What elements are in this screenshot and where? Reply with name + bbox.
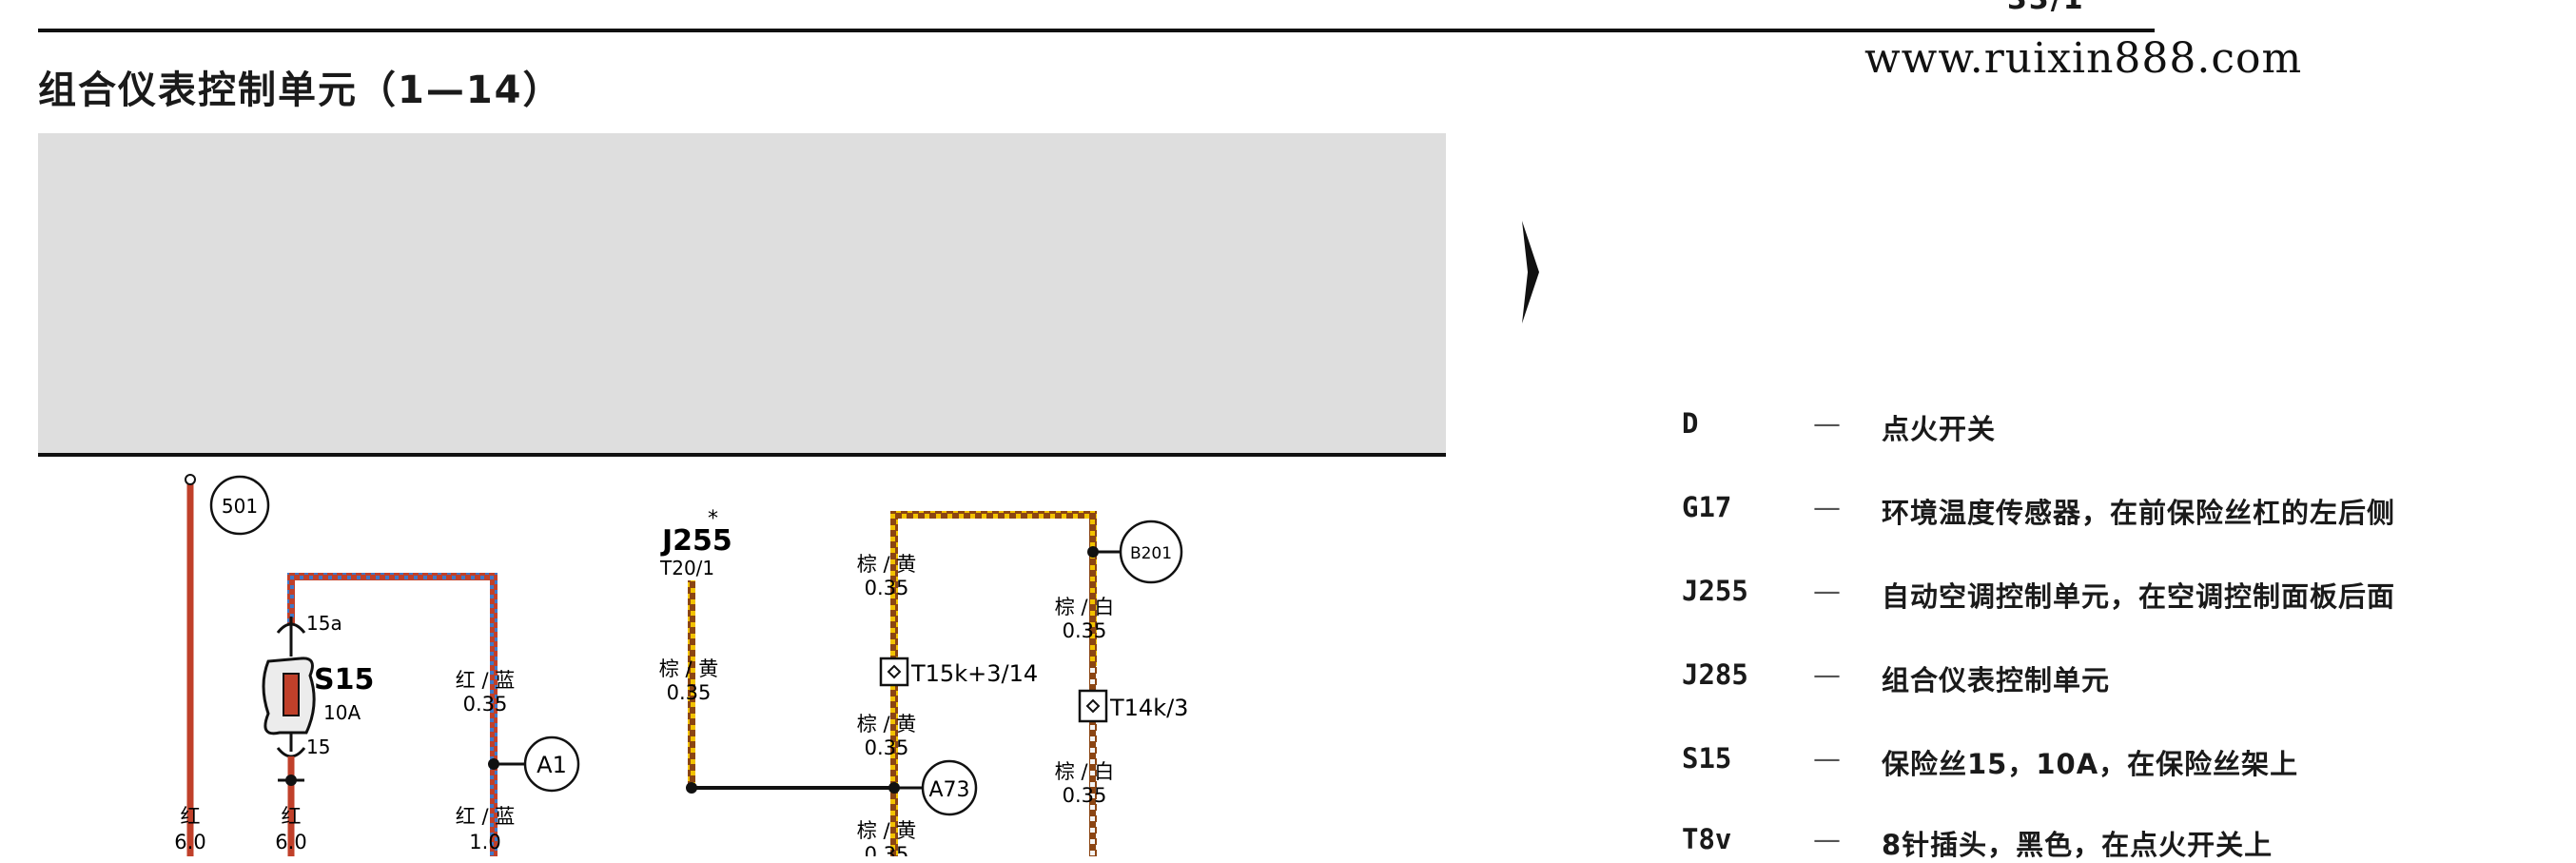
- wire-size-by-4: 0.35: [865, 843, 909, 856]
- wire-label-red-blue-1: 红 / 蓝: [456, 669, 515, 692]
- fuse-name: S15: [314, 663, 374, 696]
- connector-t15k-3-14: T15k+3/14: [879, 657, 1038, 687]
- ref-circle-a1: A1: [523, 736, 580, 793]
- fuse-s15: 15a S15 10A 15: [262, 612, 374, 856]
- page-number: 33/1: [2007, 0, 2085, 16]
- wire-size-red-1: 6.0: [174, 831, 205, 853]
- fuse-terminal-top: 15a: [306, 612, 342, 635]
- svg-text:501: 501: [222, 495, 258, 518]
- diagram-top-rule: [38, 453, 1446, 457]
- legend-description: 点火开关: [1882, 413, 1997, 445]
- legend-description: 自动空调控制单元，在空调控制面板后面: [1882, 580, 2396, 613]
- ref-circle-501: 501: [209, 475, 270, 536]
- legend-code: T8v: [1682, 823, 1732, 855]
- wire-label-red-1: 红: [181, 805, 201, 828]
- ref-circle-b201: B201: [1119, 520, 1183, 584]
- legend-description: 保险丝15，10A，在保险丝架上: [1882, 748, 2299, 780]
- j255-pin: T20/1: [659, 557, 714, 579]
- legend-code: J255: [1682, 575, 1748, 607]
- wire-size-by-3: 0.35: [865, 736, 909, 759]
- continuation-arrow-icon: [1522, 221, 1539, 324]
- wire-size-bw-2: 0.35: [1063, 784, 1107, 807]
- fuse-rating: 10A: [323, 701, 361, 724]
- legend-dash: —: [1813, 742, 1841, 775]
- wire-label-by-3: 棕 / 黄: [857, 713, 916, 736]
- legend-dash: —: [1813, 658, 1841, 691]
- fuse-terminal-bottom: 15: [306, 736, 330, 758]
- wire-label-by-1: 棕 / 黄: [659, 657, 718, 680]
- legend-description: 环境温度传感器，在前保险丝杠的左后侧: [1882, 497, 2396, 529]
- legend-description: 组合仪表控制单元: [1882, 664, 2111, 696]
- svg-text:T15k+3/14: T15k+3/14: [910, 660, 1038, 687]
- watermark-url: www.ruixin888.com: [1864, 34, 2303, 83]
- control-unit-j255: J255 * T20/1: [659, 507, 732, 579]
- wire-size-by-1: 0.35: [667, 681, 712, 704]
- svg-text:J255: J255: [660, 524, 732, 558]
- wire-label-by-2: 棕 / 黄: [857, 553, 916, 576]
- legend-description: 8针插头，黑色，在点火开关上: [1882, 829, 2274, 861]
- wiring-diagram: 501 15a S15 10A 15 红 / 蓝 0.35 A1 J255 * …: [174, 474, 1188, 856]
- header-rule: [38, 29, 2155, 32]
- wire-label-bw-1: 棕 / 白: [1055, 596, 1114, 618]
- ref-circle-a73: A73: [921, 759, 978, 816]
- legend-code: J285: [1682, 658, 1748, 691]
- legend-code: D: [1682, 407, 1699, 440]
- svg-text:B201: B201: [1130, 544, 1172, 563]
- svg-text:A73: A73: [928, 778, 969, 802]
- page-title: 组合仪表控制单元（1—14）: [38, 69, 563, 112]
- legend-dash: —: [1813, 823, 1841, 855]
- legend-code: G17: [1682, 491, 1732, 523]
- wire-size-bw-1: 0.35: [1063, 619, 1107, 642]
- svg-text:A1: A1: [537, 752, 567, 778]
- legend-dash: —: [1813, 575, 1841, 607]
- svg-text:*: *: [708, 507, 718, 531]
- wire-size-red-blue-2: 1.0: [469, 831, 500, 853]
- connector-t14k-3: T14k/3: [1078, 689, 1188, 723]
- wire-size-red-2: 6.0: [275, 831, 306, 853]
- svg-text:T14k/3: T14k/3: [1109, 695, 1188, 721]
- diagram-header-panel: [38, 133, 1446, 453]
- wire-label-red-blue-2: 红 / 蓝: [456, 805, 515, 828]
- legend-dash: —: [1813, 407, 1841, 440]
- wire-terminal: [185, 474, 196, 485]
- wire-label-by-4: 棕 / 黄: [857, 819, 916, 842]
- legend-code: S15: [1682, 742, 1732, 775]
- wire-label-red-2: 红: [282, 805, 302, 828]
- wire-label-bw-2: 棕 / 白: [1055, 760, 1114, 783]
- wire-size-by-2: 0.35: [865, 577, 909, 599]
- wire-size-red-blue-1: 0.35: [463, 693, 508, 716]
- legend-dash: —: [1813, 491, 1841, 523]
